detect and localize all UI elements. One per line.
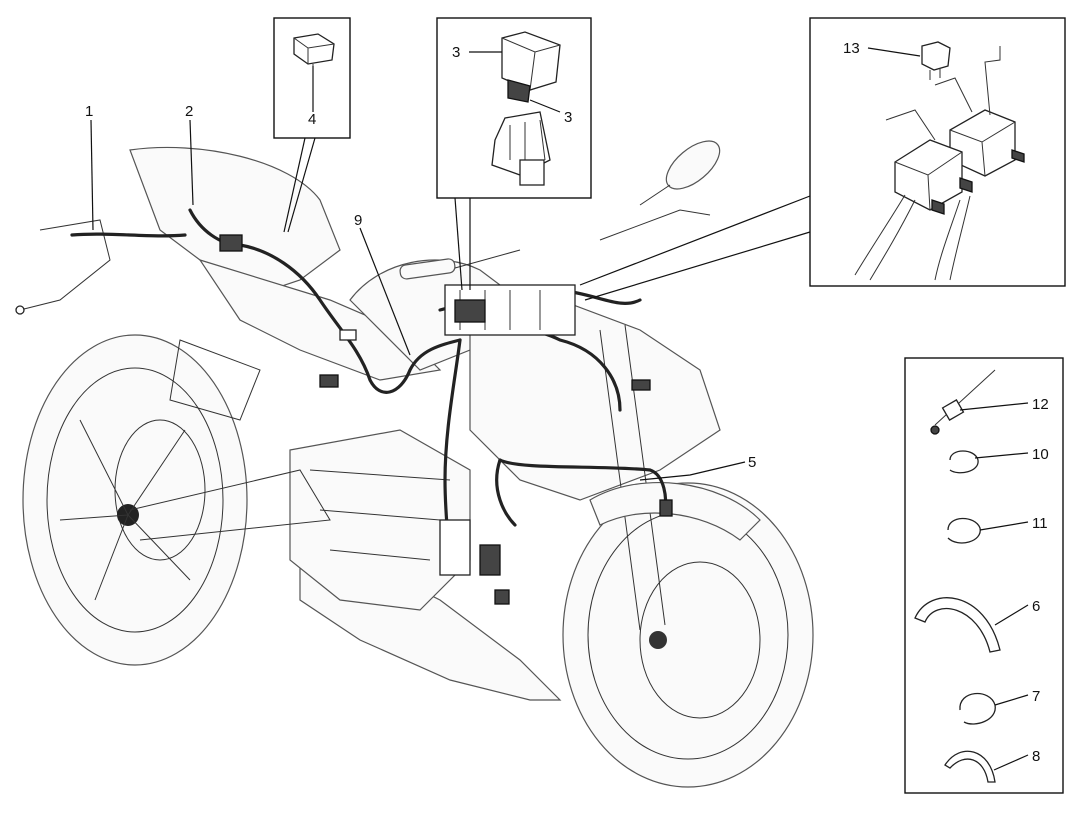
callout-9: 9 xyxy=(354,212,362,229)
inset-small-parts xyxy=(904,357,1064,794)
front-brake-disc xyxy=(639,561,761,719)
callout-12: 12 xyxy=(1032,396,1049,413)
cable-guide-6-icon xyxy=(914,597,1001,653)
clip-10-icon xyxy=(949,450,979,474)
callout-3b: 3 xyxy=(564,109,572,126)
callout-labels: 1 2 4 3 3 9 5 13 12 10 11 6 7 8 xyxy=(85,40,1049,765)
fuse-icon xyxy=(921,41,951,71)
front-wheel xyxy=(562,482,814,788)
seat xyxy=(198,258,442,381)
relay-icon xyxy=(293,33,335,65)
rear-wheel xyxy=(22,334,248,666)
rear-rim xyxy=(46,367,224,633)
front-fork xyxy=(599,324,666,631)
callout-2: 2 xyxy=(185,103,193,120)
callout-6: 6 xyxy=(1032,598,1040,615)
callout-11: 11 xyxy=(1032,515,1048,532)
callout-5: 5 xyxy=(748,454,756,471)
wiring-harness xyxy=(70,208,673,605)
strap-8-icon xyxy=(944,750,996,783)
callout-10: 10 xyxy=(1032,446,1049,463)
inset-relays-3 xyxy=(436,17,592,291)
inset-fuse-relays-13 xyxy=(579,17,1066,301)
callout-4: 4 xyxy=(308,111,316,128)
clip-11-icon xyxy=(947,517,981,544)
cable-tie-icon xyxy=(934,369,996,426)
tail-section xyxy=(129,146,341,301)
callout-1: 1 xyxy=(85,103,93,120)
callout-8: 8 xyxy=(1032,748,1040,765)
swingarm xyxy=(129,469,331,541)
motorcycle-outline xyxy=(15,140,814,788)
front-fairing xyxy=(469,299,721,501)
callout-3a: 3 xyxy=(452,44,460,61)
engine-block xyxy=(289,429,471,611)
leader-lines xyxy=(90,47,1029,771)
callout-13: 13 xyxy=(843,40,860,57)
callout-7: 7 xyxy=(1032,688,1040,705)
